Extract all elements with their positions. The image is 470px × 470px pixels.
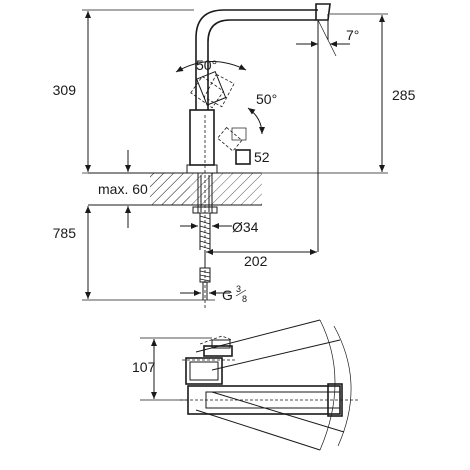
svg-text:3: 3	[236, 284, 241, 294]
svg-text:7°: 7°	[346, 27, 359, 43]
dim-lever-angle-lower: 50°	[247, 91, 277, 135]
faucet-body	[186, 3, 331, 252]
svg-text:785: 785	[53, 225, 77, 241]
svg-text:202: 202	[244, 253, 268, 269]
dim-hole-diameter: Ø34	[180, 219, 259, 235]
countertop	[88, 172, 262, 206]
lever-handle-lower	[216, 126, 247, 152]
svg-text:50°: 50°	[256, 91, 277, 107]
svg-text:Ø34: Ø34	[232, 219, 259, 235]
dim-total-height: 309	[53, 9, 194, 174]
lever-handle-upper	[190, 70, 235, 109]
plan-view	[180, 319, 360, 451]
base-square-icon	[235, 149, 251, 165]
dim-reach: 202	[206, 249, 317, 269]
svg-text:max. 60: max. 60	[98, 181, 148, 197]
svg-text:8: 8	[242, 294, 247, 304]
dim-plan-offset: 107	[132, 337, 212, 401]
svg-text:309: 309	[53, 82, 77, 98]
dim-deck-thickness: max. 60	[98, 150, 148, 228]
svg-text:50°: 50°	[196, 57, 217, 73]
dim-thread: G 3 8	[180, 284, 247, 304]
dim-hose-length: 785	[53, 206, 215, 301]
svg-text:G: G	[222, 287, 233, 303]
svg-text:107: 107	[132, 359, 156, 375]
dim-spout-angle: 7°	[296, 19, 359, 57]
svg-text:285: 285	[392, 87, 416, 103]
dim-spout-height: 285	[262, 13, 416, 174]
base-square-label: 52	[254, 149, 270, 165]
dim-lever-angle-upper: 50°	[175, 57, 247, 73]
